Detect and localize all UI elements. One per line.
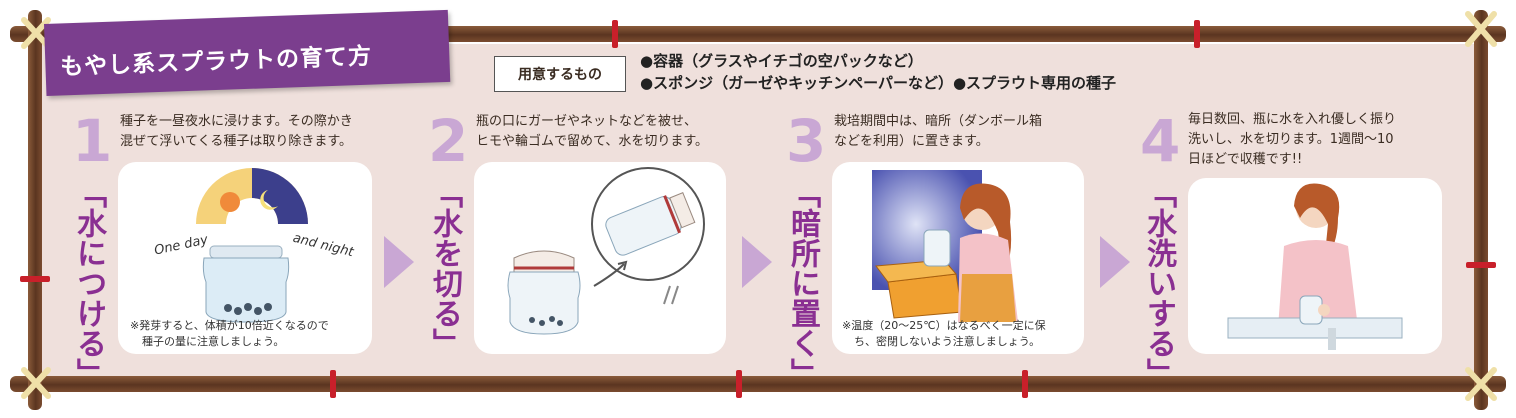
step-3-number: 3 bbox=[786, 107, 827, 175]
tie-top-1 bbox=[612, 20, 618, 48]
preparation-line-1: ●容器（グラスやイチゴの空パックなど） bbox=[640, 52, 923, 70]
step-4-illustration-card bbox=[1188, 178, 1442, 354]
tie-top-2 bbox=[1194, 20, 1200, 48]
step-1-desc-line-1: 種子を一昼夜水に浸けます。その際かき bbox=[120, 114, 353, 129]
tie-right bbox=[1466, 262, 1496, 268]
step-4-desc-line-2: 洗いし、水を切ります。1週間～10 bbox=[1188, 132, 1394, 147]
step-1-note-line-1: ※発芽すると、体積が10倍近くなるので bbox=[130, 319, 329, 332]
bamboo-frame-bottom bbox=[10, 376, 1506, 392]
step-1-title: 「水につける」 bbox=[71, 178, 106, 388]
step-4-desc-line-1: 毎日数回、瓶に水を入れ優しく振り bbox=[1188, 112, 1397, 127]
step-4-desc-line-3: 日ほどで収穫です!! bbox=[1188, 152, 1303, 167]
step-3-desc-line-1: 栽培期間中は、暗所（ダンボール箱 bbox=[834, 114, 1043, 129]
step-4-number: 4 bbox=[1140, 107, 1181, 175]
dark-place-illustration bbox=[872, 170, 1018, 322]
step-3-note-line-1: ※温度（20～25℃）はなるべく一定に保 bbox=[842, 319, 1046, 332]
step-2-desc-line-2: ヒモや輪ゴムで留めて、水を切ります。 bbox=[476, 134, 709, 149]
tie-bottom-2 bbox=[736, 370, 742, 398]
step-2-desc-line-1: 瓶の口にガーゼやネットなどを被せ、 bbox=[476, 114, 698, 129]
step-1-note-line-2: 種子の量に注意しましょう。 bbox=[142, 335, 285, 348]
preparation-label: 用意するもの bbox=[494, 56, 626, 92]
step-2-illustration-card bbox=[474, 162, 726, 354]
step-1-to-2-arrow-icon bbox=[384, 236, 414, 288]
step-4-title: 「水洗いする」 bbox=[1141, 178, 1176, 388]
step-3-note-line-2: ち、密閉しないよう注意しましょう。 bbox=[854, 335, 1041, 348]
tie-bottom-3 bbox=[1022, 370, 1028, 398]
washing-jar-illustration bbox=[1227, 183, 1403, 350]
step-1-desc-line-2: 混ぜて浮いてくる種子は取り除きます。 bbox=[120, 134, 353, 149]
bamboo-frame-left bbox=[28, 10, 42, 410]
step-2-title: 「水を切る」 bbox=[427, 178, 462, 358]
jar-draining-illustration bbox=[507, 167, 705, 335]
step-2-to-3-arrow-icon bbox=[742, 236, 772, 288]
step-1-illustration-card: One day and night ※発芽すると、体積が10倍近くなるので 種子… bbox=[118, 162, 372, 354]
step-3-title: 「暗所に置く」 bbox=[785, 178, 820, 388]
tie-bottom-1 bbox=[330, 370, 336, 398]
step-2-number: 2 bbox=[428, 107, 469, 175]
step-3-desc-line-2: などを利用）に置きます。 bbox=[834, 134, 989, 149]
step-3-illustration-card: ※温度（20～25℃）はなるべく一定に保 ち、密閉しないよう注意しましょう。 bbox=[832, 162, 1084, 354]
tie-left bbox=[20, 276, 50, 282]
preparation-line-2: ●スポンジ（ガーゼやキッチンペーパーなど）●スプラウト専用の種子 bbox=[640, 74, 1117, 92]
bamboo-frame-right bbox=[1474, 10, 1488, 410]
step-3-to-4-arrow-icon bbox=[1100, 236, 1130, 288]
step-1-number: 1 bbox=[72, 107, 113, 175]
jar-soaking-illustration bbox=[196, 168, 308, 323]
